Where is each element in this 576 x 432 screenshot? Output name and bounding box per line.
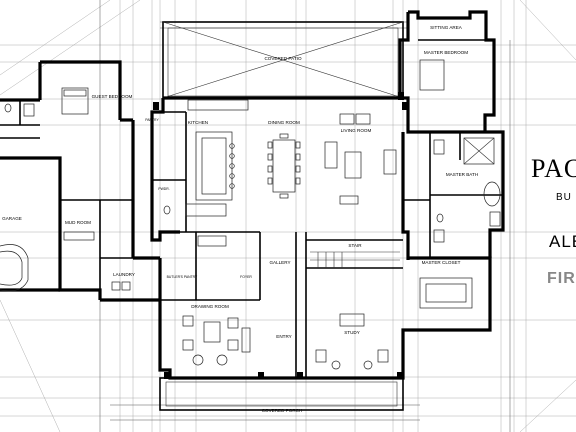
garage: GARAGE: [0, 216, 29, 292]
plan-name: ALE: [549, 232, 576, 251]
master-closet: MASTER CLOSET: [419, 260, 473, 309]
mud-room-label: MUD ROOM: [65, 220, 91, 225]
study: STUDY ENTRY: [276, 313, 389, 370]
living-room: LIVING ROOM: [324, 113, 397, 205]
kitchen-label: KITCHEN: [188, 120, 208, 125]
dining-room: DINING ROOM: [267, 120, 301, 199]
covered-porch-label: COVERED PORCH: [262, 408, 303, 413]
floor-label: FIRS: [547, 270, 576, 287]
foyer-label: FOYER: [240, 275, 252, 279]
master-bath: MASTER BATH: [433, 137, 501, 243]
covered-patio-label: COVERED PATIO: [264, 56, 302, 61]
covered-patio: COVERED PATIO: [162, 21, 404, 99]
powder-label: PWDR.: [158, 187, 169, 191]
interior-walls: [0, 100, 503, 378]
brand-name: PACK: [531, 154, 576, 183]
pantry-label: PANTRY: [145, 118, 159, 122]
mud-room: MUD ROOM LAUNDRY: [63, 220, 135, 291]
drawing-room: DRAWING ROOM: [182, 304, 251, 366]
entry-label: ENTRY: [276, 334, 292, 339]
brand-subtitle: BU: [556, 192, 572, 203]
dining-room-label: DINING ROOM: [268, 120, 300, 125]
drawing-room-label: DRAWING ROOM: [191, 304, 229, 309]
sitting-area-label: SITTING AREA: [430, 25, 463, 30]
kitchen: PANTRY KITCHEN PWDR.: [145, 99, 249, 217]
guest-bedroom-wing: GUEST BEDROOM: [4, 87, 133, 117]
covered-porch: COVERED PORCH: [159, 377, 404, 413]
laundry-label: LAUNDRY: [113, 272, 135, 277]
butlers-pantry-label: BUTLER'S PANTRY: [167, 275, 198, 279]
garage-label: GARAGE: [2, 216, 22, 221]
master-closet-label: MASTER CLOSET: [422, 260, 461, 265]
guest-bedroom-label: GUEST BEDROOM: [92, 94, 133, 99]
master-suite-wing: SITTING AREA MASTER BEDROOM: [398, 10, 496, 134]
central-circulation: BUTLER'S PANTRY GALLERY STAIR FOYER: [167, 235, 400, 279]
columns: [153, 92, 408, 379]
stair-label: STAIR: [348, 243, 362, 248]
study-label: STUDY: [344, 330, 360, 335]
living-room-label: LIVING ROOM: [341, 128, 372, 133]
master-bath-label: MASTER BATH: [446, 172, 478, 177]
gallery-label: GALLERY: [269, 260, 290, 265]
master-bedroom-label: MASTER BEDROOM: [424, 50, 468, 55]
